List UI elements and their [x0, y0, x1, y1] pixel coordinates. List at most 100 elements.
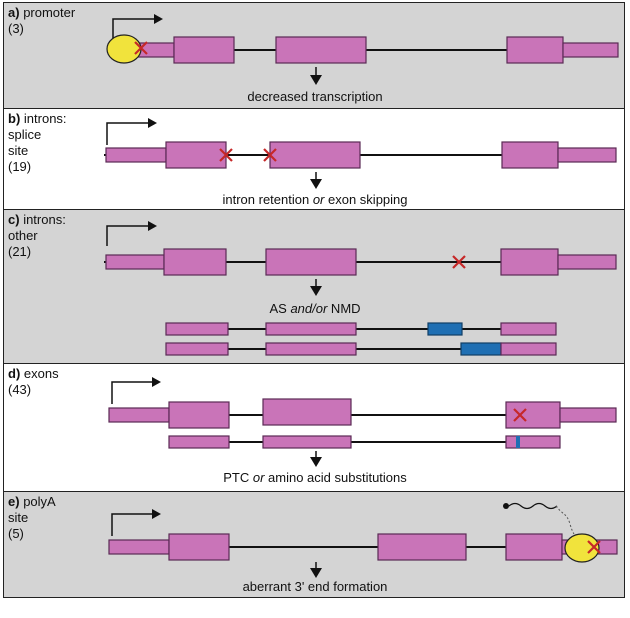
panel-b-caption: intron retention or exon skipping	[4, 192, 626, 207]
arrowhead	[154, 14, 163, 24]
caption-part: intron retention	[222, 192, 313, 207]
exon-2	[269, 141, 361, 169]
rna-cap-icon	[503, 503, 509, 509]
panel-a-letter: a)	[8, 5, 20, 20]
panel-e-label: e) polyA site (5)	[8, 494, 56, 542]
arrowhead	[148, 118, 157, 128]
transcript-exon	[500, 342, 557, 356]
exon-2	[275, 36, 367, 64]
panel-e-count: (5)	[8, 526, 24, 541]
panel-c-diagram	[104, 221, 617, 356]
rna-strand-icon	[508, 502, 558, 510]
panel-e-letter: e)	[8, 494, 20, 509]
panel-e-diagram	[108, 502, 618, 578]
utr-3	[557, 147, 617, 163]
transcript-exon	[262, 435, 352, 449]
panel-c-label: c) introns: other (21)	[8, 212, 66, 260]
utr-5	[105, 147, 167, 163]
panel-b-title-2: splice	[8, 127, 42, 142]
exon-1	[168, 533, 230, 561]
panel-e-title-1: polyA	[23, 494, 56, 509]
caption-part: PTC	[223, 470, 253, 485]
arrowhead	[152, 377, 161, 387]
transcription-start-arrow	[106, 225, 148, 246]
panel-b-letter: b)	[8, 111, 21, 126]
arrowhead	[152, 509, 161, 519]
caption-part: NMD	[327, 301, 361, 316]
exon-3	[505, 401, 561, 429]
caption-part: amino acid substitutions	[264, 470, 407, 485]
panel-b-label: b) introns: splice site (19)	[8, 111, 67, 175]
exon-2	[377, 533, 467, 561]
utr-5	[108, 539, 170, 555]
utr-3	[557, 254, 617, 270]
transcription-start-arrow	[111, 513, 152, 536]
exon-3	[501, 141, 559, 169]
utr-5	[108, 407, 170, 423]
utr-3	[562, 42, 619, 58]
caption-part: exon skipping	[324, 192, 408, 207]
exon-1	[173, 36, 235, 64]
substitution-mark	[516, 436, 520, 448]
extended-exon	[460, 342, 502, 356]
mutation-x-icon	[513, 408, 527, 422]
panel-a-label: a) promoter (3)	[8, 5, 75, 37]
exon-1	[165, 141, 227, 169]
panel-e-title-2: site	[8, 510, 29, 525]
down-arrow-icon	[310, 286, 322, 296]
polya-factor-icon	[564, 533, 600, 563]
panel-e-caption: aberrant 3' end formation	[242, 579, 388, 594]
mutation-x-icon	[219, 148, 233, 162]
panel-polya-site: e) polyA site (5) aberrant 3' end format…	[3, 491, 625, 598]
panel-d-letter: d)	[8, 366, 21, 381]
panel-b-title-3: site	[8, 143, 29, 158]
exon-1	[163, 248, 227, 276]
transcript-exon	[500, 322, 557, 336]
exon-3	[500, 248, 559, 276]
caption-or: or	[252, 470, 265, 485]
transcript-exon	[265, 342, 357, 356]
transcription-start-arrow	[111, 381, 152, 404]
panel-a-title: promoter	[23, 5, 76, 20]
transcription-start-arrow	[112, 18, 154, 41]
caption-andor: and/or	[290, 301, 328, 316]
mutation-x-icon	[452, 255, 466, 269]
panel-exons: d) exons (43) PTC or amino acid substitu…	[3, 363, 625, 493]
caption-or: or	[312, 192, 325, 207]
panel-a-diagram	[106, 14, 619, 85]
down-arrow-icon	[310, 75, 322, 85]
panel-a-count: (3)	[8, 21, 24, 36]
transcription-start-arrow	[106, 122, 148, 145]
panel-c-caption: AS and/or NMD	[4, 301, 626, 316]
cryptic-exon	[427, 322, 463, 336]
transcription-factor-icon	[106, 34, 142, 64]
exon-2	[262, 398, 352, 426]
mutation-x-icon	[587, 540, 601, 554]
panel-splice-site: b) introns: splice site (19) intron rete…	[3, 108, 625, 211]
panel-d-label: d) exons (43)	[8, 366, 59, 398]
mutation-x-icon	[263, 148, 277, 162]
transcript-exon	[168, 435, 230, 449]
down-arrow-icon	[310, 179, 322, 189]
transcript-exon	[165, 322, 229, 336]
down-arrow-icon	[310, 457, 322, 467]
panel-d-title: exons	[23, 366, 59, 381]
utr-3	[559, 407, 617, 423]
panel-b-title-1: introns:	[23, 111, 67, 126]
mutation-x-icon	[134, 41, 148, 55]
arrowhead	[148, 221, 157, 231]
down-arrow-icon	[310, 568, 322, 578]
panel-c-title-1: introns:	[23, 212, 66, 227]
panel-d-caption: PTC or amino acid substitutions	[4, 470, 626, 485]
panel-d-count: (43)	[8, 382, 32, 397]
panel-introns-other: c) introns: other (21) AS and/or NMD	[3, 209, 625, 365]
exon-3	[505, 533, 563, 561]
panel-c-letter: c)	[8, 212, 20, 227]
transcript-exon	[505, 435, 561, 449]
utr-5	[105, 254, 165, 270]
exon-2	[265, 248, 357, 276]
panel-a-caption: decreased transcription	[247, 89, 383, 104]
panel-c-count: (21)	[8, 244, 32, 259]
exon-1	[168, 401, 230, 429]
transcript-exon	[165, 342, 229, 356]
